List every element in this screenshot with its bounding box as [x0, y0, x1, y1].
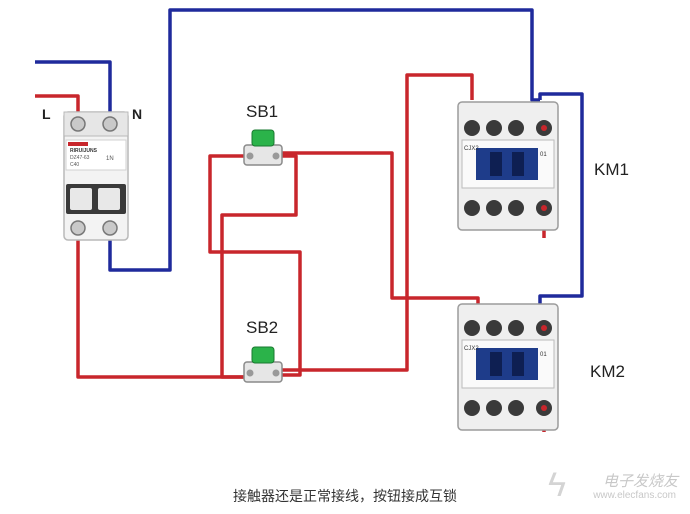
km2-model: CJX2 — [464, 346, 479, 352]
neutral-km1-km2-wire — [538, 92, 584, 310]
breaker-model: DZ47-63 — [70, 155, 90, 161]
breaker-toggle-right — [98, 188, 120, 210]
push-button-sb2 — [243, 346, 283, 383]
km2-label: KM2 — [590, 362, 625, 381]
lightning-icon: ϟ — [548, 466, 566, 504]
breaker-top-terminal-l — [70, 116, 86, 132]
sb2-green-cap — [251, 346, 275, 364]
push-button-sb1 — [243, 129, 283, 166]
circuit-breaker: RIRUIJUNS DZ47-63 C40 1N — [63, 111, 129, 241]
breaker-rating: C40 — [70, 162, 79, 168]
contactor-km2: CJX2 01 — [457, 303, 559, 431]
neutral-feed-wire — [108, 8, 540, 272]
sb2-km1-wire — [282, 73, 474, 372]
sb2-label: SB2 — [246, 318, 279, 337]
km1-code: 01 — [540, 152, 547, 158]
live-supply-wire — [35, 94, 80, 118]
breaker-side-mark: 1N — [106, 156, 114, 162]
neutral-terminal-label: N — [132, 106, 143, 122]
live-terminal-label: L — [42, 106, 51, 122]
km1-label: KM1 — [594, 160, 629, 179]
breaker-brand: RIRUIJUNS — [70, 148, 98, 154]
neutral-supply-wire — [35, 60, 112, 118]
breaker-toggle-left — [70, 188, 92, 210]
watermark-url: www.elecfans.com — [593, 490, 676, 501]
sb2-bridge-wire — [220, 154, 298, 379]
sb1-km2-wire — [280, 151, 480, 310]
watermark-name: 电子发烧友 — [602, 472, 678, 490]
km1-model: CJX2 — [464, 146, 479, 152]
sb1-label: SB1 — [246, 102, 279, 121]
neutral-wires — [35, 8, 584, 310]
km2-coil-window — [476, 348, 538, 380]
live-feed-wire — [76, 230, 246, 379]
sb1-green-cap — [251, 129, 275, 147]
breaker-bottom-terminal-n — [102, 220, 118, 236]
diagram-caption: 接触器还是正常接线，按钮接成互锁 — [233, 489, 457, 505]
breaker-top-terminal-n — [102, 116, 118, 132]
contactor-km1: CJX2 01 — [457, 101, 559, 231]
breaker-bottom-terminal-l — [70, 220, 86, 236]
km1-coil-window — [476, 148, 538, 180]
sb1-loop-wire — [208, 154, 302, 377]
km2-code: 01 — [540, 352, 547, 358]
